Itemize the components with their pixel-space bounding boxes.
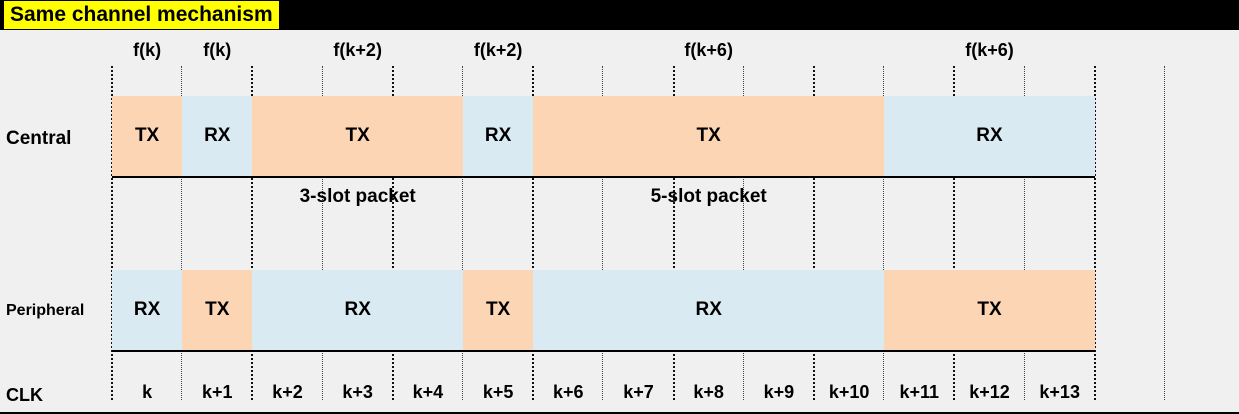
slot-gridline (1164, 66, 1165, 400)
frequency-label: f(k+2) (473, 40, 523, 60)
slot-gridline (1023, 66, 1025, 400)
frequency-label: f(k+6) (684, 40, 733, 60)
packet-annotation: 3-slot packet (299, 186, 416, 207)
clk-slot-number: k+3 (342, 382, 373, 402)
row-label-clk: CLK (6, 385, 43, 405)
packet-annotation: 5-slot packet (650, 186, 767, 207)
peripheral-block-rx: RX (112, 270, 183, 350)
frequency-label: f(k+2) (333, 40, 382, 60)
row-label-central: Central (6, 128, 72, 149)
row-label-peripheral: Peripheral (6, 302, 85, 319)
slot-gridline (953, 66, 956, 400)
slot-gridline (251, 66, 254, 400)
bottom-border (0, 412, 1239, 414)
frequency-label: f(k) (133, 40, 162, 60)
slot-gridline (321, 66, 323, 400)
central-block-tx: TX (533, 96, 885, 176)
clk-slot-number: k+13 (1039, 382, 1080, 402)
slot-gridline (672, 66, 675, 400)
clk-slot-number: k (142, 382, 153, 402)
frequency-label: f(k) (203, 40, 232, 60)
title-bar: Same channel mechanism (0, 0, 1239, 30)
peripheral-bottom-rule (112, 350, 1095, 352)
slot-gridline (111, 66, 113, 400)
clk-slot-number: k+1 (202, 382, 233, 402)
slot-gridline (813, 66, 815, 400)
clk-slot-number: k+9 (763, 382, 795, 402)
clk-slot-number: k+8 (693, 382, 724, 402)
slot-gridline (462, 66, 463, 400)
clk-slot-number: k+4 (412, 382, 444, 402)
slot-gridline (532, 66, 535, 400)
clk-slot-number: k+6 (553, 382, 584, 402)
clk-slot-number: k+12 (969, 382, 1010, 402)
slot-gridline (883, 66, 885, 400)
central-block-tx: TX (252, 96, 463, 176)
central-block-rx: RX (884, 96, 1095, 176)
peripheral-block-rx: RX (533, 270, 885, 350)
clk-slot-number: k+11 (899, 382, 940, 402)
slot-gridline (1093, 66, 1096, 400)
slot-gridline (181, 66, 183, 400)
clk-slot-number: k+10 (828, 382, 870, 402)
slot-gridline (391, 66, 394, 400)
peripheral-block-rx: RX (252, 270, 463, 350)
peripheral-block-tx: TX (884, 270, 1095, 350)
central-block-rx: RX (182, 96, 253, 176)
central-bottom-rule (112, 176, 1095, 178)
peripheral-block-tx: TX (463, 270, 534, 350)
page-title: Same channel mechanism (4, 1, 279, 29)
frequency-label: f(k+6) (965, 40, 1014, 60)
slot-gridline (742, 66, 744, 400)
clk-slot-number: k+7 (623, 382, 654, 402)
clk-slot-number: k+2 (272, 382, 303, 402)
slot-gridline (602, 66, 604, 400)
clk-slot-number: k+5 (482, 382, 514, 402)
central-block-tx: TX (112, 96, 183, 176)
peripheral-block-tx: TX (182, 270, 253, 350)
timing-diagram: Central Peripheral CLK f(k) f(k) f(k+2) f(k… (0, 30, 1239, 414)
central-block-rx: RX (463, 96, 534, 176)
